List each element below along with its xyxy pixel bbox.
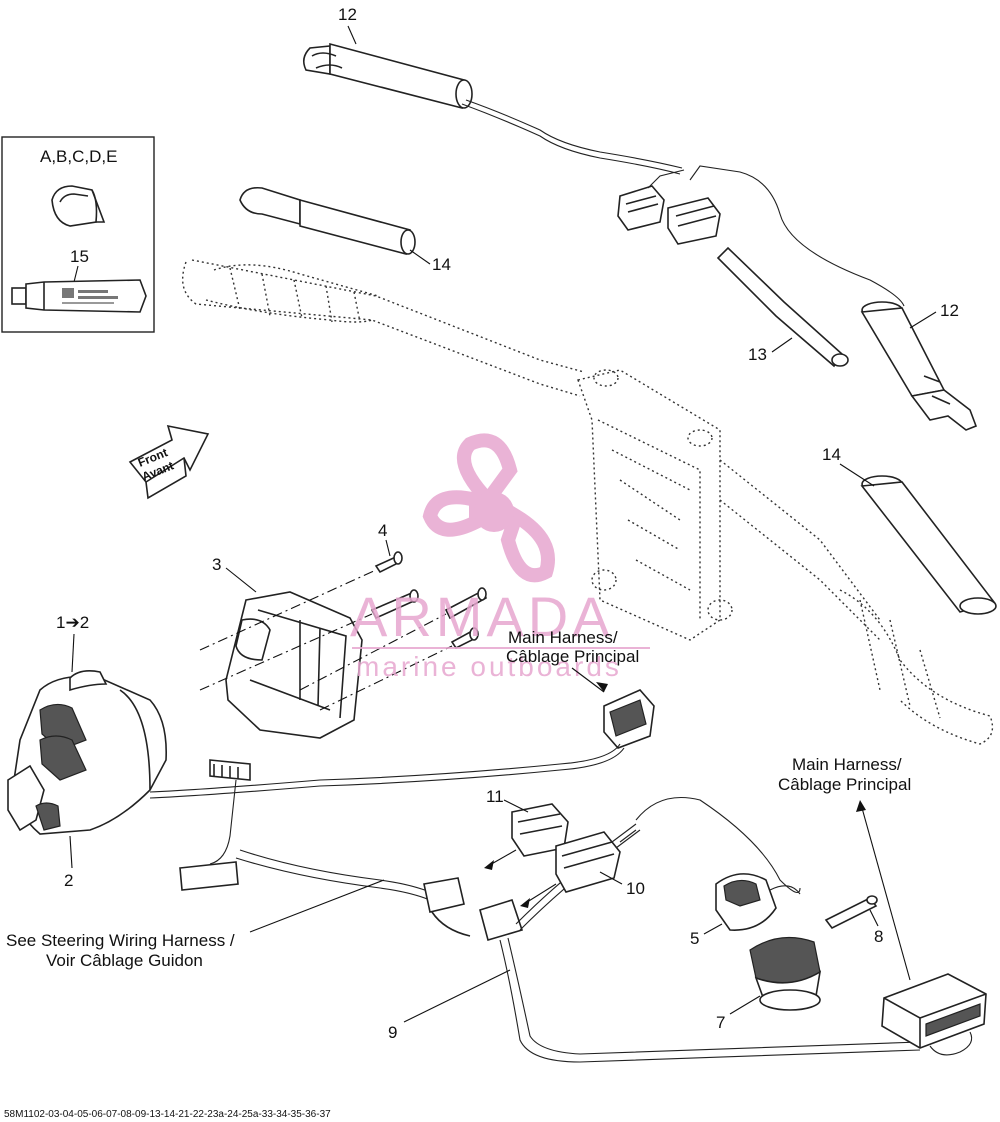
callout-7: 7	[716, 1013, 725, 1032]
footer-reference: 58M1102-03-04-05-06-07-08-09-13-14-21-22…	[4, 1109, 331, 1120]
screws	[199, 551, 487, 711]
callout-15: 15	[70, 247, 89, 266]
callout-5: 5	[690, 929, 699, 948]
heating-element-top	[302, 42, 683, 175]
harness-9	[423, 796, 921, 1063]
front-arrow: Front Avant	[128, 424, 210, 500]
callout-13: 13	[748, 345, 767, 364]
clip-kit-part	[51, 185, 106, 227]
pin-8	[824, 895, 878, 930]
callout-8: 8	[874, 927, 883, 946]
watermark-tagline: marine outboards	[356, 651, 622, 682]
handlebar-outline	[182, 259, 994, 745]
main-harness-label-2-line2: Câblage Principal	[778, 775, 911, 794]
lubricant-tube	[11, 279, 147, 313]
grip-sleeve-right	[860, 475, 997, 615]
callout-10: 10	[626, 879, 645, 898]
handlebar-switch	[7, 670, 167, 835]
steering-label-line2: Voir Câblage Guidon	[46, 951, 203, 970]
handlebar-pin	[716, 246, 849, 368]
callout-kit: A,B,C,D,E	[40, 147, 117, 166]
inset-box: A,B,C,D,E 15	[1, 136, 155, 333]
steering-label-line1: See Steering Wiring Harness /	[6, 931, 235, 950]
callout-2: 2	[64, 871, 73, 890]
callout-12-right: 12	[940, 301, 959, 320]
control-module	[881, 973, 987, 1056]
handlebar-riser	[577, 369, 733, 641]
grip-sleeve-top	[239, 186, 416, 255]
knob-5	[715, 873, 801, 931]
watermark: ARMADA marine outboards	[350, 433, 650, 682]
callout-3: 3	[212, 555, 221, 574]
callout-4: 4	[378, 521, 387, 540]
propeller-logo	[422, 433, 555, 583]
switch-housing	[225, 591, 363, 739]
callout-14-top: 14	[432, 255, 451, 274]
callout-11: 11	[486, 787, 504, 806]
main-harness-label-2-line1: Main Harness/	[792, 755, 902, 774]
connector-10	[555, 829, 637, 893]
callout-1-to-2: 1➔2	[56, 613, 89, 632]
callout-9: 9	[388, 1023, 397, 1042]
steering-harness	[179, 759, 431, 901]
watermark-brand: ARMADA	[350, 585, 614, 648]
main-harness-label-1-line2: Câblage Principal	[506, 647, 639, 666]
main-harness-connector	[149, 689, 655, 799]
heating-element-right	[860, 301, 978, 431]
cap-7	[749, 936, 822, 1011]
callout-14-right: 14	[822, 445, 841, 464]
heater-connectors	[617, 165, 905, 307]
callout-12-top: 12	[338, 5, 357, 24]
main-harness-label-1-line1: Main Harness/	[508, 628, 618, 647]
